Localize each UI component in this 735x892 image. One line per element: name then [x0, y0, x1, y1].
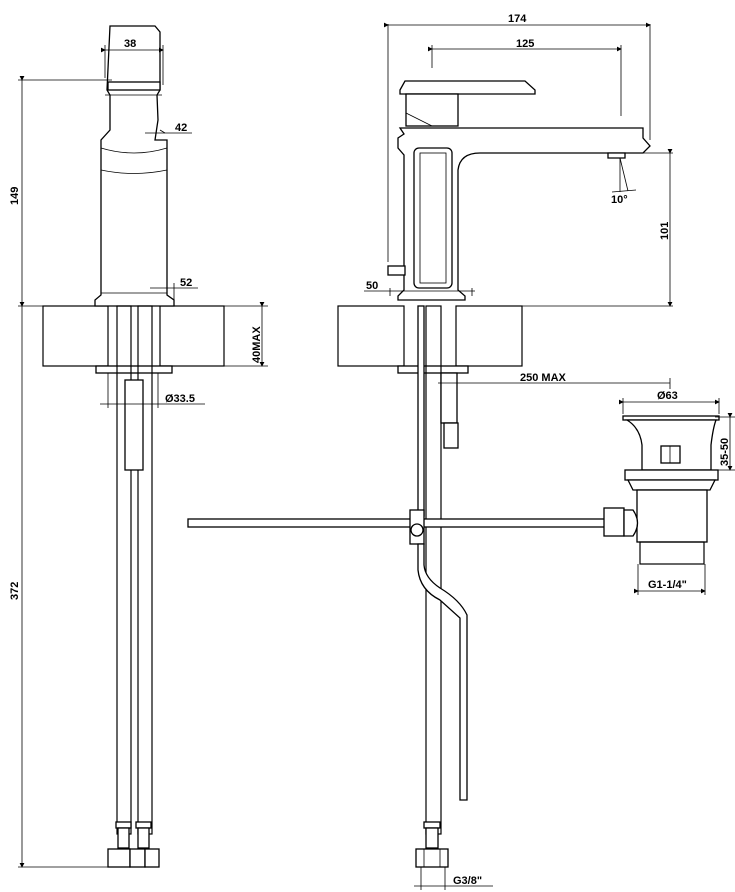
dim-38: 38 — [124, 38, 136, 50]
dim-174: 174 — [508, 13, 527, 25]
dim-149: 149 — [9, 187, 21, 205]
deck-left-block — [42, 305, 109, 367]
pop-up-drain — [603, 415, 720, 565]
dim-125: 125 — [516, 38, 534, 50]
drain-rod — [187, 518, 609, 528]
front-view: 38 42 52 149 40MAX Ø33.5 372 — [9, 25, 268, 868]
dim-40max: 40MAX — [251, 326, 263, 363]
dim-g1-1-4: G1-1/4" — [648, 579, 687, 591]
dim-35-50: 35-50 — [719, 438, 731, 466]
dim-10-degrees: 10° — [611, 194, 628, 206]
dim-50: 50 — [366, 280, 378, 292]
faucet-body-front — [94, 25, 175, 307]
dim-42: 42 — [175, 122, 187, 134]
deck-right-block-side — [455, 305, 523, 367]
dim-101: 101 — [659, 222, 671, 240]
deck-right-block — [159, 305, 225, 367]
lever-handle — [399, 80, 536, 95]
dim-250-max: 250 MAX — [520, 372, 567, 384]
hose-side — [425, 305, 442, 835]
side-view: 174 125 10° 101 50 250 MAX Ø63 35-50 — [187, 13, 735, 890]
dim-g3-8: G3/8" — [453, 875, 482, 887]
dim-63: Ø63 — [657, 390, 678, 402]
dim-52: 52 — [180, 277, 192, 289]
deck-left-block-side — [337, 305, 405, 367]
dim-372: 372 — [9, 582, 21, 600]
dim-33-5: Ø33.5 — [165, 393, 195, 405]
